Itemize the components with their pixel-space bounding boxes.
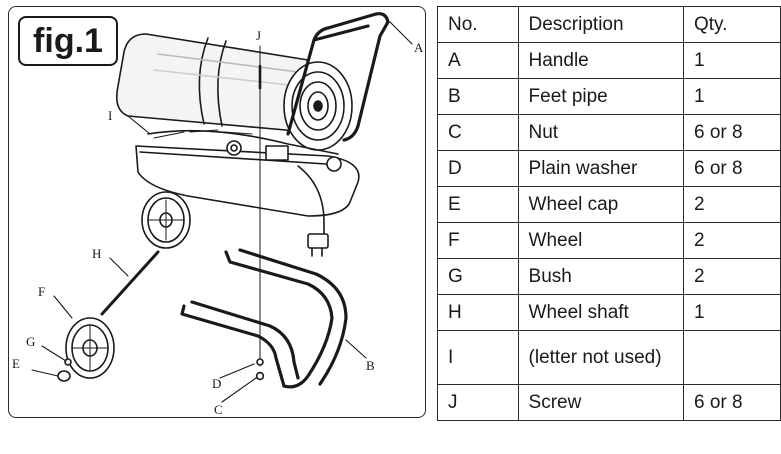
cell-description: Feet pipe [517,78,684,115]
assembly-drawing: A B C D E F G H I J [12,12,424,417]
cell-no: H [437,294,519,331]
screw-assembly [255,45,265,381]
table-row: B Feet pipe 1 [437,78,781,115]
handle-part [286,12,390,142]
cell-qty: 6 or 8 [682,384,781,421]
cell-description: Plain washer [517,150,684,187]
callout-e: E [12,356,20,371]
callout-h: H [92,246,101,261]
cell-qty: 1 [682,78,781,115]
wheel-lower [65,317,115,379]
cell-no: D [437,150,519,187]
cell-no: F [437,222,519,259]
header-qty: Qty. [682,6,781,43]
cell-description: (letter not used) [517,330,684,385]
wheel-upper [141,191,191,249]
cell-description: Wheel [517,222,684,259]
callout-a: A [414,40,424,55]
cell-qty [682,330,781,385]
table-row: D Plain washer 6 or 8 [437,150,781,187]
cell-no: E [437,186,519,223]
table-row: I (letter not used) [437,330,781,385]
callout-i: I [108,108,112,123]
cell-qty: 2 [682,258,781,295]
cell-description: Nut [517,114,684,151]
cell-qty: 1 [682,42,781,79]
cell-qty: 1 [682,294,781,331]
cell-no: A [437,42,519,79]
parts-table: No. Description Qty. A Handle 1 B Feet p… [437,6,781,421]
table-row: F Wheel 2 [437,222,781,259]
leader-lines [31,21,413,403]
table-row: E Wheel cap 2 [437,186,781,223]
callout-labels: A B C D E F G H I J [12,28,424,417]
header-no: No. [437,6,519,43]
cell-no: J [437,384,519,421]
cell-qty: 6 or 8 [682,150,781,187]
feet-pipe-part [180,248,348,389]
cell-description: Bush [517,258,684,295]
heater-body [115,33,309,133]
wheel-shaft-part [100,250,160,316]
table-row: H Wheel shaft 1 [437,294,781,331]
table-row: G Bush 2 [437,258,781,295]
table-row: A Handle 1 [437,42,781,79]
callout-b: B [366,358,375,373]
table-row: C Nut 6 or 8 [437,114,781,151]
callout-f: F [38,284,45,299]
header-description: Description [517,6,684,43]
cell-qty: 2 [682,186,781,223]
cell-no: C [437,114,519,151]
cell-no: B [437,78,519,115]
callout-j: J [256,28,261,43]
cell-description: Screw [517,384,684,421]
callout-c: C [214,402,223,417]
table-header-row: No. Description Qty. [437,6,781,43]
callout-d: D [212,376,221,391]
cell-qty: 6 or 8 [682,114,781,151]
bush-and-cap [57,358,72,382]
fuel-tank-base [135,129,360,257]
cell-description: Wheel shaft [517,294,684,331]
cell-description: Wheel cap [517,186,684,223]
cell-no: G [437,258,519,295]
callout-g: G [26,334,35,349]
cell-qty: 2 [682,222,781,259]
cell-no: I [437,330,519,385]
cell-description: Handle [517,42,684,79]
table-row: J Screw 6 or 8 [437,384,781,421]
figure-label: fig.1 [18,16,118,66]
